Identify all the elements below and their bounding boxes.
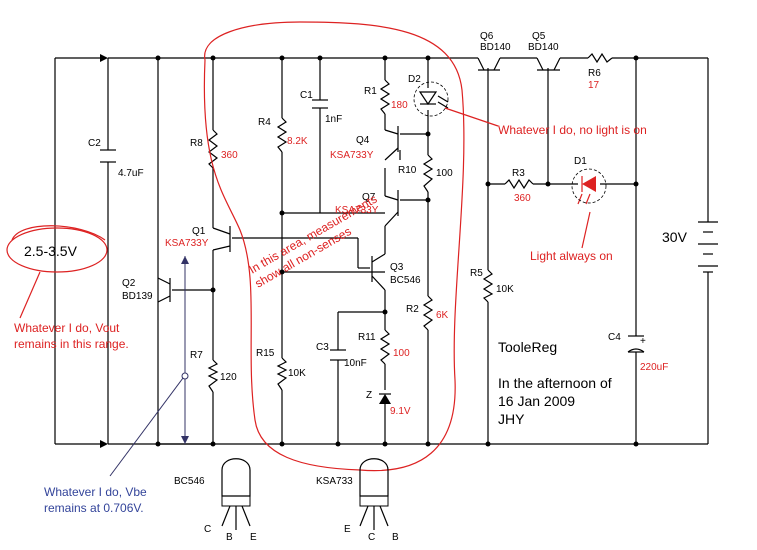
r4-value: 8.2K bbox=[287, 136, 308, 147]
pkg-bc546-pin-3: E bbox=[250, 532, 257, 543]
q2-ref: Q2 bbox=[122, 278, 136, 289]
zener-value: 9.1V bbox=[390, 406, 411, 417]
output-range: 2.5-3.5V bbox=[24, 243, 78, 259]
c3-ref: C3 bbox=[316, 342, 329, 353]
q3-part: BC546 bbox=[390, 275, 421, 286]
capacitor-symbols bbox=[100, 99, 645, 361]
wires bbox=[54, 57, 709, 445]
r7-value: 120 bbox=[220, 372, 237, 383]
annotation-shapes bbox=[6, 21, 591, 477]
title-line1: In the afternoon of bbox=[498, 375, 612, 391]
r8-value: 360 bbox=[221, 150, 238, 161]
r10-value: 100 bbox=[436, 168, 453, 179]
r10-ref: R10 bbox=[398, 165, 417, 176]
note-vout-2: remains in this range. bbox=[14, 337, 129, 351]
note-vout-1: Whatever I do, Vout bbox=[14, 321, 120, 335]
c4-ref: C4 bbox=[608, 332, 621, 343]
transistor-symbols bbox=[157, 57, 561, 303]
q1-ref: Q1 bbox=[192, 226, 206, 237]
zener-ref: Z bbox=[366, 390, 372, 401]
q5-ref: Q5 bbox=[532, 31, 546, 42]
r7-ref: R7 bbox=[190, 350, 203, 361]
q7-ref: Q7 bbox=[362, 192, 376, 203]
r11-value: 100 bbox=[393, 348, 410, 359]
note-nonsense-1: In this area, measurements bbox=[247, 192, 380, 277]
pkg-ksa733-name: KSA733 bbox=[316, 476, 353, 487]
note-vbe-2: remains at 0.706V. bbox=[44, 501, 144, 515]
c2-ref: C2 bbox=[88, 138, 101, 149]
c4-polarity: + bbox=[640, 336, 646, 347]
package-labels: BC546 C B E KSA733 E C B bbox=[174, 476, 399, 543]
q5-part: BD140 bbox=[528, 42, 559, 53]
r8-ref: R8 bbox=[190, 138, 203, 149]
r1-ref: R1 bbox=[364, 86, 377, 97]
q4-part: KSA733Y bbox=[330, 150, 374, 161]
q7-part: KSA733Y bbox=[335, 205, 379, 216]
title-block: TooleReg In the afternoon of 16 Jan 2009… bbox=[498, 339, 612, 427]
r15-value: 10K bbox=[288, 368, 306, 379]
note-light-on: Light always on bbox=[530, 249, 613, 263]
r6-value: 17 bbox=[588, 80, 600, 91]
q3-ref: Q3 bbox=[390, 262, 404, 273]
r15-ref: R15 bbox=[256, 348, 275, 359]
annotation-text: Whatever I do, no light is on Light alwa… bbox=[14, 123, 647, 515]
pkg-ksa733-pin-3: B bbox=[392, 532, 399, 543]
d1-ref: D1 bbox=[574, 156, 587, 167]
c4-value: 220uF bbox=[640, 362, 668, 373]
r11-ref: R11 bbox=[358, 332, 376, 343]
d2-ref: D2 bbox=[408, 74, 421, 85]
r1-value: 180 bbox=[391, 100, 408, 111]
pkg-bc546-pin-1: C bbox=[204, 524, 211, 535]
package-bc546 bbox=[221, 458, 251, 530]
component-labels: Q6 BD140 Q5 BD140 R6 17 C2 4.7uF C1 1nF … bbox=[88, 31, 688, 417]
r2-ref: R2 bbox=[406, 304, 419, 315]
q6-part: BD140 bbox=[480, 42, 511, 53]
title-line2: 16 Jan 2009 bbox=[498, 393, 575, 409]
r5-value: 10K bbox=[496, 284, 514, 295]
pkg-bc546-name: BC546 bbox=[174, 476, 205, 487]
pkg-bc546-pin-2: B bbox=[226, 532, 233, 543]
r2-value: 6K bbox=[436, 310, 449, 321]
resistor-symbols bbox=[207, 52, 613, 393]
supply-voltage: 30V bbox=[662, 229, 688, 245]
c3-value: 10nF bbox=[344, 358, 367, 369]
output-arrows bbox=[100, 54, 108, 448]
q2-part: BD139 bbox=[122, 291, 153, 302]
q1-part: KSA733Y bbox=[165, 238, 209, 249]
q6-ref: Q6 bbox=[480, 31, 494, 42]
q4-ref: Q4 bbox=[356, 135, 370, 146]
c1-value: 1nF bbox=[325, 114, 342, 125]
package-ksa733 bbox=[359, 458, 389, 530]
c1-ref: C1 bbox=[300, 90, 313, 101]
r4-ref: R4 bbox=[258, 117, 271, 128]
c2-value: 4.7uF bbox=[118, 168, 144, 179]
r3-ref: R3 bbox=[512, 168, 525, 179]
note-vbe-1: Whatever I do, Vbe bbox=[44, 485, 147, 499]
title-author: JHY bbox=[498, 411, 525, 427]
battery-symbol bbox=[698, 221, 718, 273]
note-no-light: Whatever I do, no light is on bbox=[498, 123, 647, 137]
r5-ref: R5 bbox=[470, 268, 483, 279]
r3-value: 360 bbox=[514, 193, 531, 204]
title-name: TooleReg bbox=[498, 339, 557, 355]
r6-ref: R6 bbox=[588, 68, 601, 79]
pkg-ksa733-pin-2: C bbox=[368, 532, 375, 543]
diode-symbols bbox=[379, 81, 607, 404]
pkg-ksa733-pin-1: E bbox=[344, 524, 351, 535]
junctions bbox=[155, 55, 639, 447]
